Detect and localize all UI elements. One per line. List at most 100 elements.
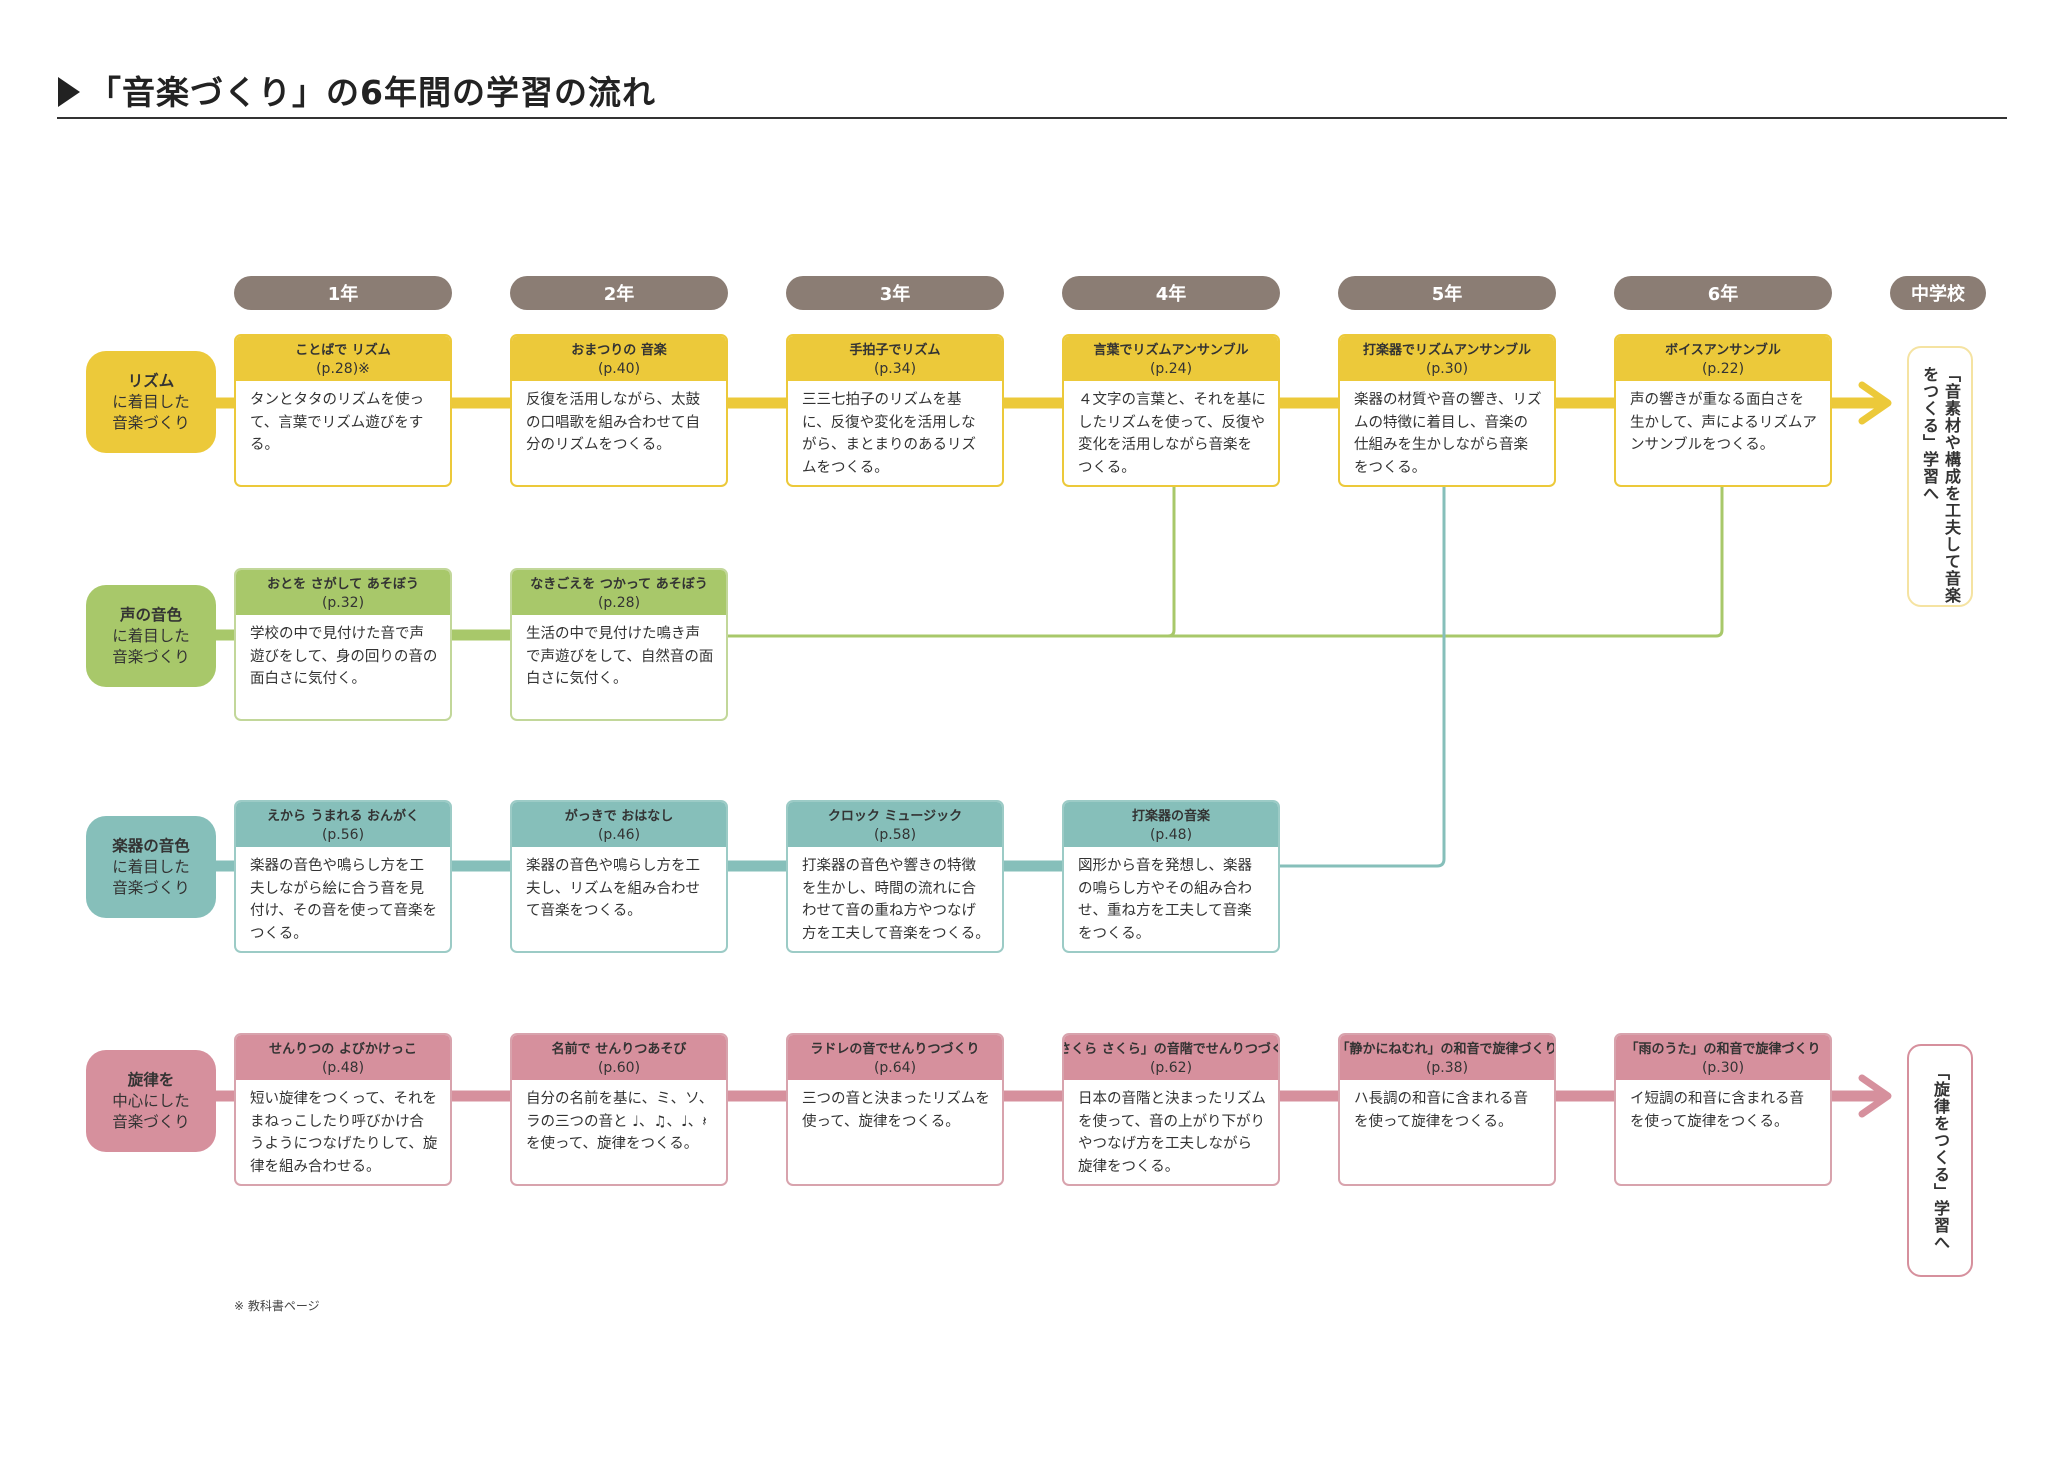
card-header: せんりつの よびかけっこ (p.48) [236,1035,450,1080]
page-title-text: 「音楽づくり」の6年間の学習の流れ [88,73,656,112]
card-rhythm-4: 言葉でリズムアンサンブル (p.24) ４文字の言葉と、それを基にしたリズムを使って… [1062,334,1280,487]
card-description: 生活の中で見付けた鳴き声で声遊びをして、自然音の面白さに気付く。 [526,626,714,687]
title-divider [57,117,2007,119]
card-page-ref: (p.34) [873,360,917,377]
row-label-instrument-line-1: 楽器の音色 [112,836,190,855]
year-pill-4: 4年 [1062,276,1280,310]
card-header: えから うまれる おんがく (p.56) [236,802,450,847]
card-melody-4: 「さくら さくら」の音階でせんりつづくり (p.62) 日本の音階と決まったリズムを… [1062,1033,1280,1186]
destination-box-melody: 「旋律をつくる」学習へ [1907,1044,1973,1277]
card-page-ref: (p.48) [1149,826,1193,843]
card-melody-3: ラドレの音でせんりつづくり (p.64) 三つの音と決まったリズムを使って、旋律をつ… [786,1033,1004,1186]
card-rhythm-1: ことばで リズム(p.28)※ タンとタタのリズムを使って、言葉でリズム遊びをする… [234,334,452,487]
card-description: 楽器の材質や音の響き、リズムの特徴に着目し、音楽の仕組みを生かしながら音楽をつく… [1354,392,1542,476]
card-description: 短い旋律をつくって、それをまねっこしたり呼びかけ合うようにつなげたりして、旋律を… [250,1091,438,1175]
year-pill-2: 2年 [510,276,728,310]
triangle-bullet-icon [58,77,80,107]
card-header: おとを さがして あそぼう(p.32) [236,570,450,615]
row-label-voice-line-1: 声の音色 [119,605,182,624]
card-header: おまつりの 音楽 (p.40) [512,336,726,381]
card-title: おまつりの 音楽 [571,342,667,358]
card-title: 「さくら さくら」の音階でせんりつづくり [1064,1041,1280,1057]
card-title: せんりつの よびかけっこ [269,1041,417,1057]
year-pill-3: 3年 [786,276,1004,310]
card-page-ref: (p.30) [1701,1059,1745,1076]
row-label-melody-line-1: 旋律を [127,1070,175,1089]
year-pill-5: 5年 [1338,276,1556,310]
card-title: 打楽器でリズムアンサンブル [1362,342,1532,358]
card-header: なきごえを つかって あそぼう (p.28) [512,570,726,615]
row-label-melody-line-2: 中心にした [112,1091,190,1110]
row-label-rhythm-line-2: に着目した [112,392,190,411]
card-description: 学校の中で見付けた音で声遊びをして、身の回りの音の面白さに気付く。 [250,626,438,687]
card-header: 手拍子でリズム (p.34) [788,336,1002,381]
card-page-ref: (p.48) [321,1059,365,1076]
card-description: 図形から音を発想し、楽器の鳴らし方やその組み合わせ、重ね方を工夫して音楽をつくる… [1078,858,1252,942]
card-page-ref: (p.30) [1425,360,1469,377]
row-label-instrument-line-3: 音楽づくり [112,878,190,897]
row-label-voice-line-2: に着目した [112,626,190,645]
melody-flow-arrow-icon [1858,1074,1892,1118]
card-instrument-1: えから うまれる おんがく (p.56) 楽器の音色や鳴らし方を工夫しながら絵に合う… [234,800,452,953]
destination-rhythm-text: 「音素材や構成を工夫して音楽をつくる」学習へ [1920,366,1961,604]
card-rhythm-5: 打楽器でリズムアンサンブル (p.30) 楽器の材質や音の響き、リズムの特徴に着目し… [1338,334,1556,487]
card-page-ref: (p.46) [597,826,641,843]
rhythm-flow-arrow-icon [1858,381,1892,425]
card-page-ref: (p.64) [873,1059,917,1076]
card-title: なきごえを つかって あそぼう [530,576,708,592]
card-title: 言葉でリズムアンサンブル [1093,342,1249,358]
year-pill-1: 1年 [234,276,452,310]
card-description: 声の響きが重なる面白さを生かして、声によるリズムアンサンブルをつくる。 [1630,392,1817,453]
card-instrument-3: クロック ミュージック(p.58) 打楽器の音色や響きの特徴を生かし、時間の流れに… [786,800,1004,953]
card-title: 名前で せんりつあそび [551,1041,687,1057]
card-header: 打楽器でリズムアンサンブル (p.30) [1340,336,1554,381]
card-melody-6: 「雨のうた」の和音で旋律づくり (p.30) イ短調の和音に含まれる音を使って旋律を… [1614,1033,1832,1186]
card-title: ラドレの音でせんりつづくり [810,1041,980,1057]
card-title: がっきで おはなし [564,808,674,824]
card-header: ボイスアンサンブル(p.22) [1616,336,1830,381]
card-melody-1: せんりつの よびかけっこ (p.48) 短い旋律をつくって、それをまねっこしたり呼び… [234,1033,452,1186]
row-label-melody-line-3: 音楽づくり [112,1112,190,1131]
card-title: えから うまれる おんがく [266,808,420,824]
card-title: 「静かにねむれ」の和音で旋律づくり [1338,1041,1556,1057]
voice-to-rhythm-connector-4 [1167,486,1176,638]
card-header: ことばで リズム(p.28)※ [236,336,450,381]
card-rhythm-3: 手拍子でリズム(p.34)三三七拍子のリズムを基に、反復や変化を活用しながら、ま… [786,334,1004,487]
card-description: 楽器の音色や鳴らし方を工夫しながら絵に合う音を見付け、その音を使って音楽をつくる… [250,858,438,942]
card-title: おとを さがして あそぼう [267,576,419,592]
row-label-rhythm-line-1: リズム [127,371,175,390]
voice-to-rhythm-connector-6 [728,486,1724,638]
row-label-rhythm-line-3: 音楽づくり [112,413,190,432]
card-description: イ短調の和音に含まれる音を使って旋律をつくる。 [1630,1091,1804,1130]
row-label-instrument: 楽器の音色に着目した音楽づくり [86,816,216,918]
card-title: ことばで リズム [295,342,391,358]
card-page-ref: (p.62) [1149,1059,1193,1076]
card-page-ref: (p.38) [1425,1059,1469,1076]
card-header: 「さくら さくら」の音階でせんりつづくり (p.62) [1064,1035,1278,1080]
destination-melody-text: 「旋律をつくる」学習へ [1931,1064,1950,1251]
card-title: 「雨のうた」の和音で旋律づくり [1625,1041,1821,1057]
row-label-melody: 旋律を中心にした音楽づくり [86,1050,216,1152]
year-pill-6: 6年 [1614,276,1832,310]
card-page-ref: (p.28) [597,594,641,611]
card-description: 打楽器の音色や響きの特徴を生かし、時間の流れに合わせて音の重ね方やつなげ方を工夫… [802,858,990,942]
destination-box-rhythm: 「音素材や構成を工夫して音楽をつくる」学習へ [1907,346,1973,607]
card-header: 言葉でリズムアンサンブル (p.24) [1064,336,1278,381]
card-description: 三つの音と決まったリズムを使って、旋律をつくる。 [802,1091,990,1130]
card-description: 楽器の音色や鳴らし方を工夫し、リズムを組み合わせて音楽をつくる。 [526,858,700,919]
card-description: タンとタタのリズムを使って、言葉でリズム遊びをする。 [250,392,424,453]
card-description: 自分の名前を基に、ミ、ソ、ラの三つの音と ♩、♫、♩、𝄽を使って、旋律をつくる。 [526,1091,714,1152]
card-header: クロック ミュージック(p.58) [788,802,1002,847]
card-page-ref: (p.40) [597,360,641,377]
card-page-ref: (p.60) [597,1059,641,1076]
card-title: 打楽器の音楽 [1131,808,1210,824]
card-description: ４文字の言葉と、それを基にしたリズムを使って、反復や変化を活用しながら音楽をつく… [1078,392,1266,476]
card-page-ref: (p.24) [1149,360,1193,377]
card-melody-2: 名前で せんりつあそび (p.60) 自分の名前を基に、ミ、ソ、ラの三つの音と ♩、… [510,1033,728,1186]
card-title: 手拍子でリズム [849,342,941,358]
card-page-ref: (p.56) [321,826,365,843]
card-description: 日本の音階と決まったリズムを使って、音の上がり下がりやつなげ方を工夫しながら旋律… [1078,1091,1266,1175]
row-label-voice: 声の音色に着目した音楽づくり [86,585,216,687]
card-header: 「雨のうた」の和音で旋律づくり (p.30) [1616,1035,1830,1080]
footnote: ※ 教科書ページ [234,1299,320,1313]
